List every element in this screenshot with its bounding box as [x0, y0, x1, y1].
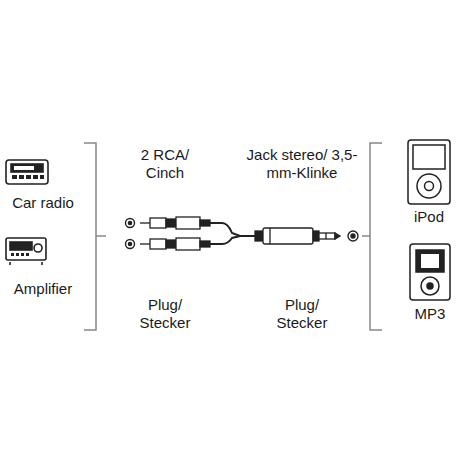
car-radio-icon [6, 160, 48, 184]
jack-plug [255, 228, 340, 244]
device-label: Car radio [3, 194, 83, 212]
cable [210, 223, 255, 244]
device-label: iPod [399, 208, 459, 226]
connector-label: Jack stereo/ 3,5-mm-Klinke [242, 146, 362, 182]
jack-socket [348, 231, 358, 241]
bracket [84, 143, 382, 330]
connector-label: Plug/ Stecker [262, 296, 342, 332]
amplifier-icon [6, 238, 46, 265]
device-label: Amplifier [3, 280, 83, 298]
rca-plug [140, 217, 210, 250]
rca-socket [126, 219, 135, 249]
ipod-icon [408, 140, 450, 204]
mp3-player-icon [410, 244, 450, 300]
connector-label: 2 RCA/ Cinch [125, 146, 205, 182]
device-label: MP3 [400, 305, 460, 323]
connector-label: Plug/ Stecker [125, 296, 205, 332]
